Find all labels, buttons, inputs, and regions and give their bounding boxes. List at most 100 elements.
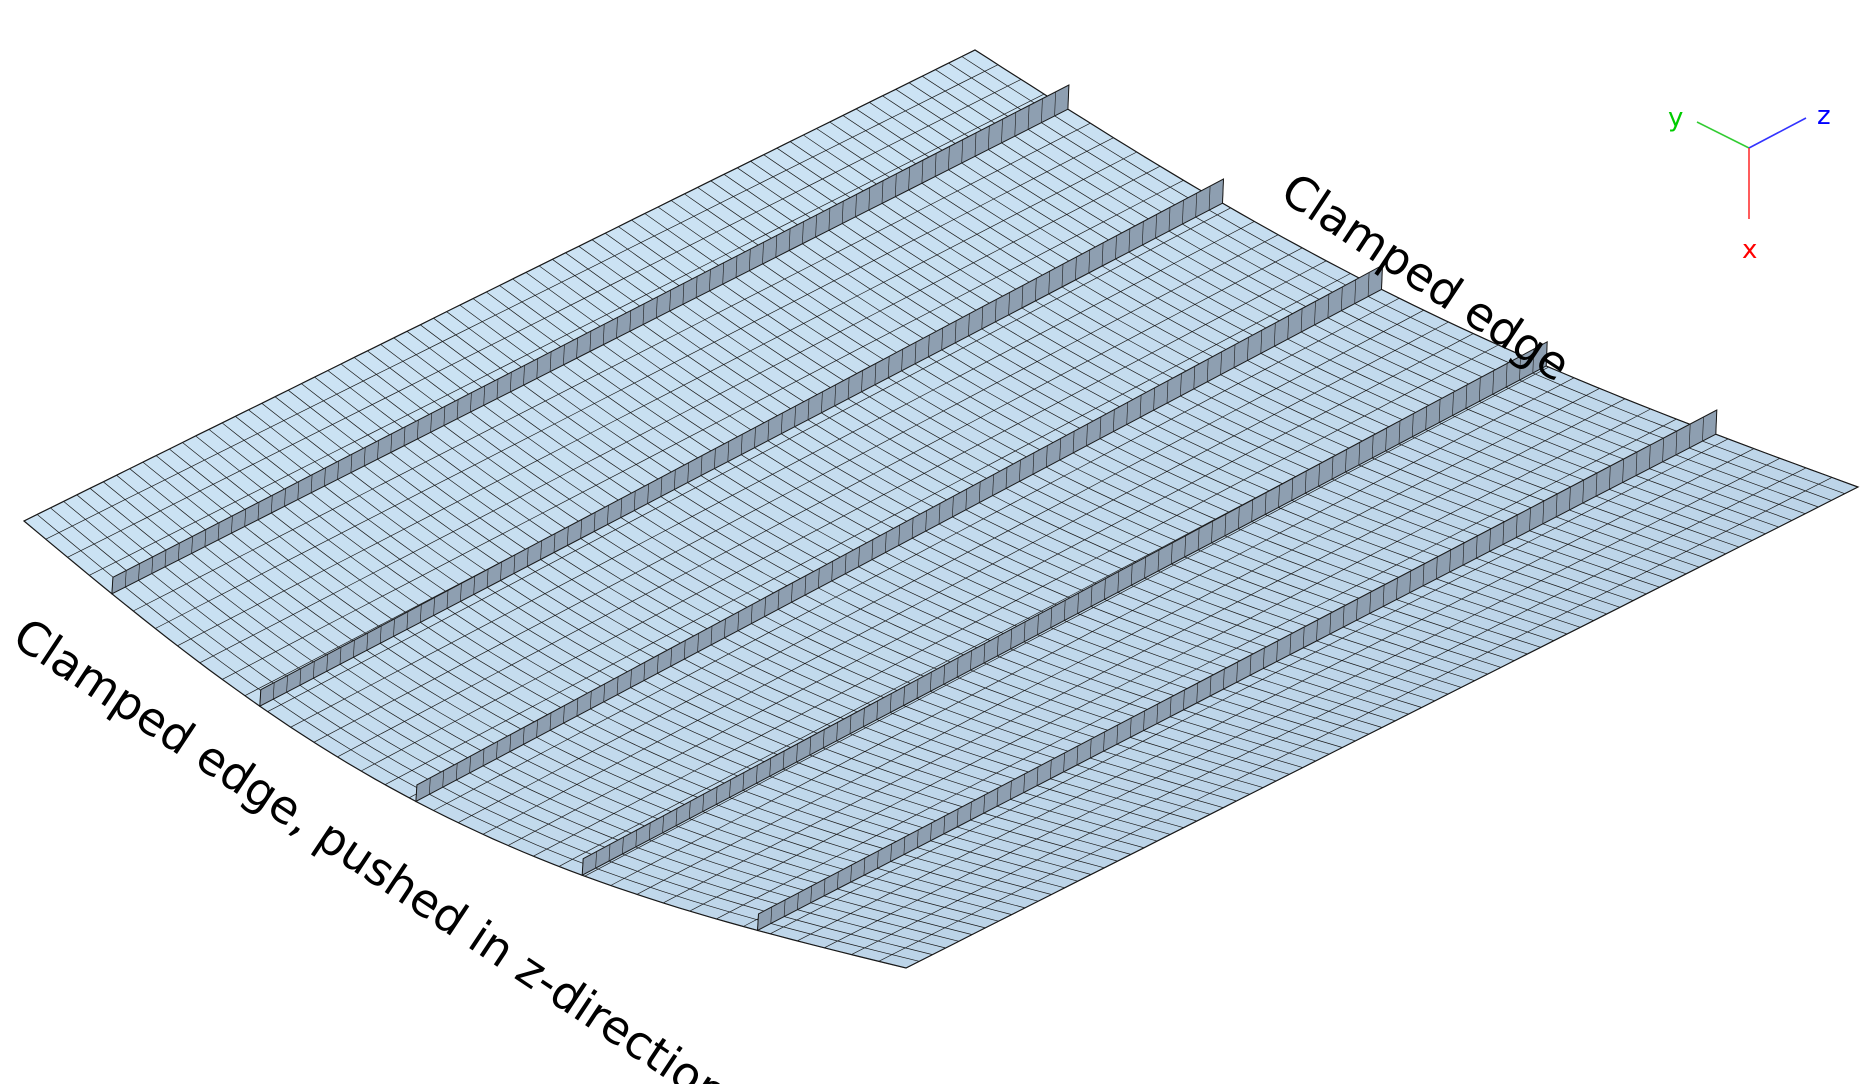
stiffener-mesh-line (1027, 105, 1030, 130)
stiffener-mesh-line (1436, 556, 1438, 579)
stiffener-mesh-line (124, 570, 127, 588)
stiffener-mesh-line (1153, 387, 1155, 411)
stiffener-mesh-line (1195, 193, 1197, 218)
stiffener-mesh-line (1180, 373, 1182, 397)
stiffener-mesh-line (695, 276, 698, 298)
stiffener-mesh-line (469, 756, 471, 774)
stiffener-mesh-line (1489, 528, 1491, 552)
stiffener-mesh-line (406, 611, 409, 630)
stiffener-mesh-line (138, 563, 140, 581)
stiffener-mesh-line (1130, 564, 1133, 586)
stiffener-mesh-line (339, 647, 342, 665)
stiffener-mesh-line (1688, 423, 1691, 449)
stiffener-mesh-line (1318, 463, 1320, 487)
stiffener-mesh-line (629, 310, 632, 332)
stiffener (111, 84, 1070, 595)
stiffener-mesh-line (783, 899, 786, 917)
stiffener-mesh-line (483, 385, 485, 406)
stiffener-mesh-line (620, 498, 623, 518)
stiffener-mesh-line (895, 173, 897, 197)
stiffener-mesh-line (1369, 591, 1371, 614)
stiffener-mesh-line (983, 643, 986, 664)
stiffener-mesh-line (1409, 570, 1411, 593)
stiffener-mesh-line (1193, 366, 1196, 390)
stiffener-mesh-line (836, 722, 838, 741)
stiffener-mesh-line (1157, 549, 1160, 572)
stiffener-mesh-line (809, 736, 812, 756)
stiffener-mesh-line (974, 132, 977, 157)
stiffener-mesh-line (1314, 301, 1316, 326)
stiffener-mesh-line (1532, 348, 1535, 374)
stiffener-mesh-line (710, 626, 713, 646)
stiffener-mesh-line (874, 363, 877, 385)
stiffener-mesh-line (1398, 420, 1401, 444)
stiffener-mesh-line (403, 426, 406, 446)
stiffeners (111, 84, 1718, 932)
stiffener-mesh-line (1263, 647, 1265, 669)
stiffener-mesh-line (675, 808, 678, 826)
stiffener-mesh-line (796, 743, 798, 763)
stiffener-mesh-line (727, 441, 730, 462)
stiffener-mesh-line (496, 378, 499, 399)
stiffener-mesh-line (379, 625, 382, 644)
stiffener-mesh-line (272, 682, 275, 700)
stiffener-mesh-line (898, 525, 900, 546)
stiffener-mesh-line (111, 577, 114, 594)
stiffener-mesh-line (901, 349, 903, 371)
stiffener-mesh-line (589, 331, 592, 352)
stiffener-mesh-line (1128, 228, 1131, 253)
stiffener-mesh-line (1515, 514, 1518, 538)
stiffener-mesh-line (1438, 399, 1441, 423)
stiffener-mesh-line (1492, 370, 1494, 395)
stiffener-mesh-line (656, 296, 658, 318)
stiffener-mesh-line (1041, 98, 1043, 123)
stiffener-mesh-line (191, 536, 193, 554)
stiffener-mesh-line (968, 313, 970, 336)
stiffener-mesh-line (460, 583, 462, 602)
stiffener-mesh-line (858, 546, 860, 567)
stiffener-mesh-line (299, 668, 302, 686)
stiffener-mesh-line (1327, 294, 1330, 318)
stiffener-mesh-line (908, 166, 910, 191)
stiffener-mesh-line (1371, 435, 1374, 459)
stiffener-mesh-line (941, 327, 943, 350)
stiffener-mesh-line (1519, 356, 1521, 381)
stiffener-mesh-line (764, 597, 766, 617)
stiffener-mesh-line (903, 836, 906, 855)
stiffener-mesh-line (622, 837, 624, 855)
stiffener-mesh-line (1156, 703, 1159, 724)
stiffener-mesh-line (1143, 710, 1145, 731)
stiffener-mesh-line (1529, 507, 1531, 531)
stiffener-mesh-line (616, 676, 619, 695)
stiffener-mesh-line (1385, 427, 1387, 451)
stiffener-mesh-line (455, 763, 458, 781)
stiffener-mesh-line (1005, 467, 1008, 489)
stiffener-mesh-line (807, 398, 810, 420)
stiffener-mesh-line (1479, 377, 1481, 402)
stiffener-mesh-line (1050, 607, 1053, 628)
stiffener-mesh-line (377, 440, 379, 460)
stiffener-mesh-line (443, 406, 446, 426)
stiffener-mesh-line (1382, 584, 1385, 607)
stiffener-mesh-line (509, 734, 512, 752)
stiffener-mesh-line (1166, 380, 1169, 404)
stiffener-mesh-line (828, 208, 831, 231)
stiffener-mesh-line (1023, 773, 1025, 793)
stiffener-mesh-line (669, 290, 671, 312)
stiffener-mesh-line (934, 153, 937, 177)
stiffener-mesh-line (470, 392, 472, 413)
stiffener-mesh-line (722, 262, 724, 285)
stiffener-mesh-line (1059, 438, 1061, 461)
stiffener-mesh-line (769, 758, 771, 777)
stiffener-mesh-line (415, 784, 418, 802)
stiffener-mesh-line (724, 618, 726, 638)
stiffener-mesh-line (1076, 745, 1079, 766)
stiffener-mesh-line (1236, 661, 1238, 683)
stiffener-mesh-line (1023, 621, 1026, 642)
stiffener-mesh-line (981, 306, 984, 329)
stiffener-mesh-line (607, 505, 609, 525)
stiffener-mesh-line (608, 844, 611, 862)
stiffener-mesh-line (1465, 384, 1468, 409)
x-axis-label: x (1742, 235, 1757, 265)
